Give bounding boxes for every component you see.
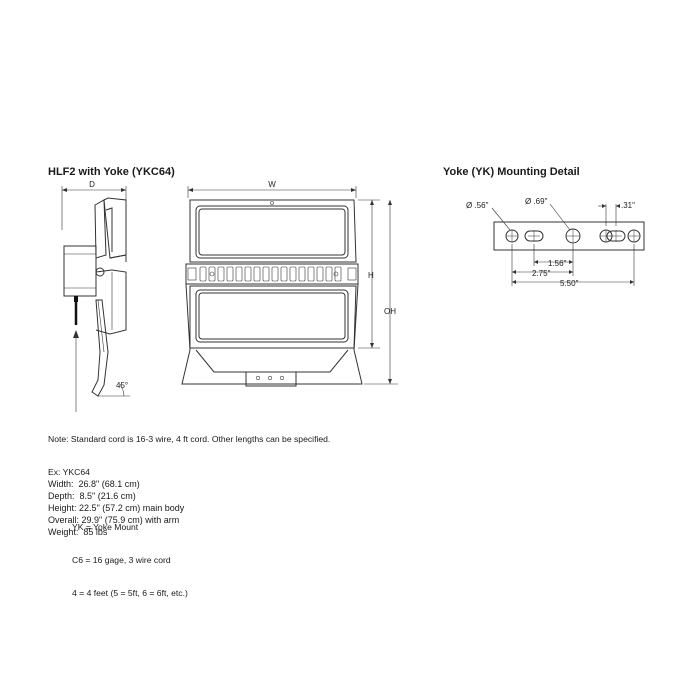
spec-height: Height: 22.5" (57.2 cm) main body <box>48 503 185 513</box>
hole-small-label: Ø .56" <box>466 201 489 210</box>
spacing-mid-label: 2.75" <box>532 269 551 278</box>
height-label: H <box>368 271 374 280</box>
heat-sink-fin <box>226 266 234 282</box>
heat-sink-fin <box>217 266 225 282</box>
heat-sink-fin <box>289 266 297 282</box>
heat-sink-fin <box>262 266 270 282</box>
heat-sink-fin <box>244 266 252 282</box>
heat-sink-fin <box>235 266 243 282</box>
note-line: Note: Standard cord is 16-3 wire, 4 ft c… <box>48 434 331 444</box>
spec-width: Width: 26.8" (68.1 cm) <box>48 479 140 489</box>
heat-sink-fin <box>280 266 288 282</box>
mounting-detail-title: Yoke (YK) Mounting Detail <box>443 166 580 178</box>
mounting-plate <box>493 221 645 251</box>
side-view-title: HLF2 with Yoke (YKC64) <box>48 166 175 178</box>
depth-label: D <box>89 180 95 189</box>
heat-sink-fin <box>199 266 207 282</box>
note-item-cord: C6 = 16 gage, 3 wire cord <box>72 555 171 565</box>
spacing-outer-label: 5.50" <box>560 279 579 288</box>
heat-sink-fin <box>334 266 342 282</box>
overall-height-label: OH <box>384 307 396 316</box>
note-item-length: 4 = 4 feet (5 = 5ft, 6 = 6ft, etc.) <box>72 588 188 598</box>
note-example: Ex: YKC64 <box>48 467 90 477</box>
angle-label: 45° <box>116 381 128 390</box>
heat-sink-fin <box>271 266 279 282</box>
hole-large-label: Ø .69" <box>525 197 548 206</box>
spacing-inner-label: 1.56" <box>548 259 567 268</box>
offset-label: .31" <box>621 201 635 210</box>
specifications: Width: 26.8" (68.1 cm) Depth: 8.5" (21.6… <box>48 478 184 538</box>
spec-weight: Weight: 85 lbs <box>48 527 108 537</box>
heat-sink-fin <box>253 266 261 282</box>
spec-depth: Depth: 8.5" (21.6 cm) <box>48 491 136 501</box>
heat-sink-fin <box>208 266 216 282</box>
heat-sink-fin <box>325 266 333 282</box>
mounting-detail: Ø .56" Ø .69" .31" 1.56" 2.75" 5.50" <box>466 197 645 288</box>
heat-sink-fin <box>307 266 315 282</box>
side-view: D 45° <box>61 180 130 397</box>
note-item-yoke: YK = Yoke Mount <box>72 522 139 532</box>
width-label: W <box>268 180 276 189</box>
cord-note: Note: Standard cord is 16-3 wire, 4 ft c… <box>48 412 330 632</box>
front-view: W H OH <box>181 180 398 387</box>
heat-sink-fin <box>298 266 306 282</box>
spec-overall: Overall: 29.9" (75.9 cm) with arm <box>48 515 180 525</box>
heat-sink-fin <box>316 266 324 282</box>
